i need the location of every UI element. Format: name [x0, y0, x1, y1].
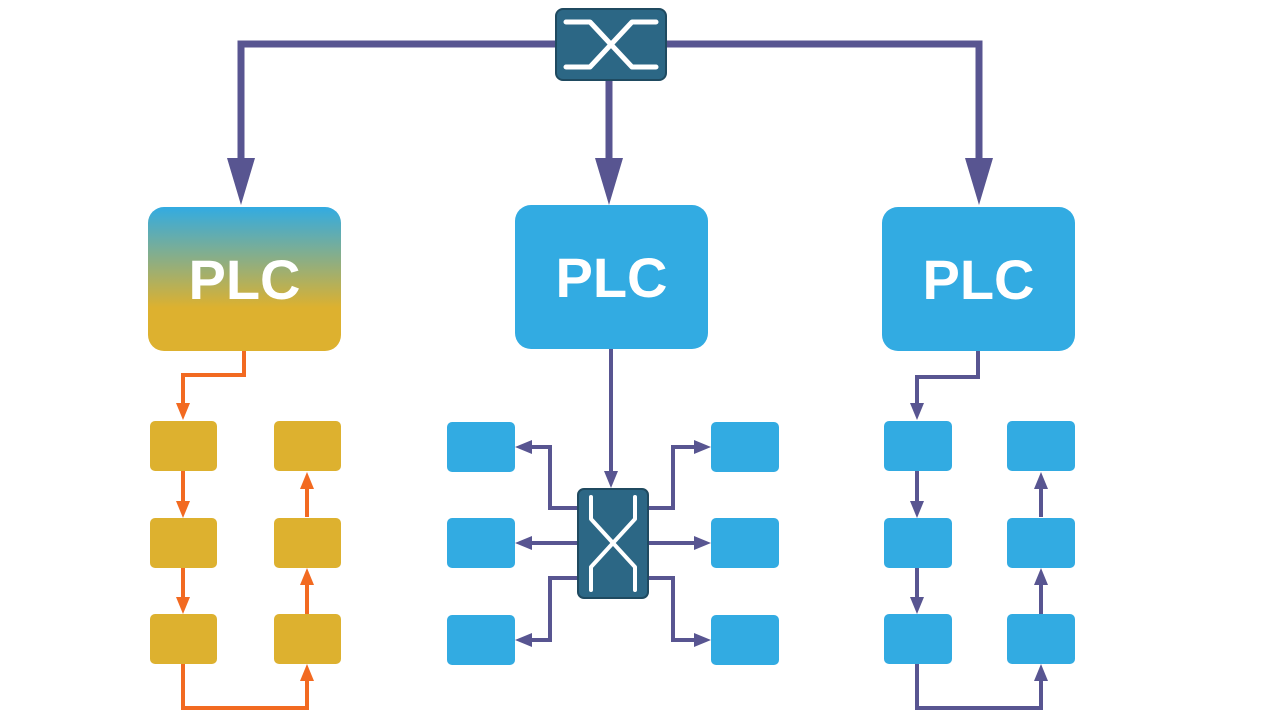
device-node	[884, 421, 952, 471]
device-node	[711, 422, 779, 472]
arrowhead-plc-right	[965, 158, 993, 205]
device-node	[274, 421, 341, 471]
device-node	[150, 421, 217, 471]
right-chain-arrowheads	[910, 403, 1048, 681]
device-node	[447, 518, 515, 568]
device-node	[447, 615, 515, 665]
center-star-devices	[447, 422, 779, 665]
device-node	[1007, 614, 1075, 664]
plc-center: PLC	[515, 205, 708, 349]
plc-left-label: PLC	[189, 248, 301, 311]
plc-right: PLC	[882, 207, 1075, 351]
right-chain-devices	[884, 421, 1075, 664]
device-node	[1007, 421, 1075, 471]
device-node	[274, 614, 341, 664]
right-chain-links	[915, 351, 1043, 710]
left-chain-arrowheads	[176, 403, 314, 681]
device-node	[447, 422, 515, 472]
network-switch-icon	[589, 495, 637, 592]
device-node	[150, 614, 217, 664]
backbone-arrowheads	[227, 158, 993, 205]
center-star-arrowheads	[515, 440, 711, 647]
center-network-switch	[577, 488, 649, 599]
plc-right-label: PLC	[923, 248, 1035, 311]
device-node	[1007, 518, 1075, 568]
link-switch-to-plc-left	[237, 40, 556, 170]
device-node	[150, 518, 217, 568]
left-chain-links	[181, 351, 309, 710]
link-switch-to-plc-right	[666, 40, 983, 170]
device-node	[711, 518, 779, 568]
center-star-links	[530, 349, 696, 642]
device-node	[711, 615, 779, 665]
plc-left: PLC	[148, 207, 341, 351]
device-node	[884, 518, 952, 568]
device-node	[274, 518, 341, 568]
plc-center-label: PLC	[556, 246, 668, 309]
network-switch-icon	[563, 19, 659, 70]
arrowhead-plc-center	[595, 158, 623, 205]
device-node	[884, 614, 952, 664]
top-network-switch	[555, 8, 667, 81]
left-chain-devices	[150, 421, 341, 664]
backbone-links	[237, 40, 983, 170]
arrowhead-plc-left	[227, 158, 255, 205]
